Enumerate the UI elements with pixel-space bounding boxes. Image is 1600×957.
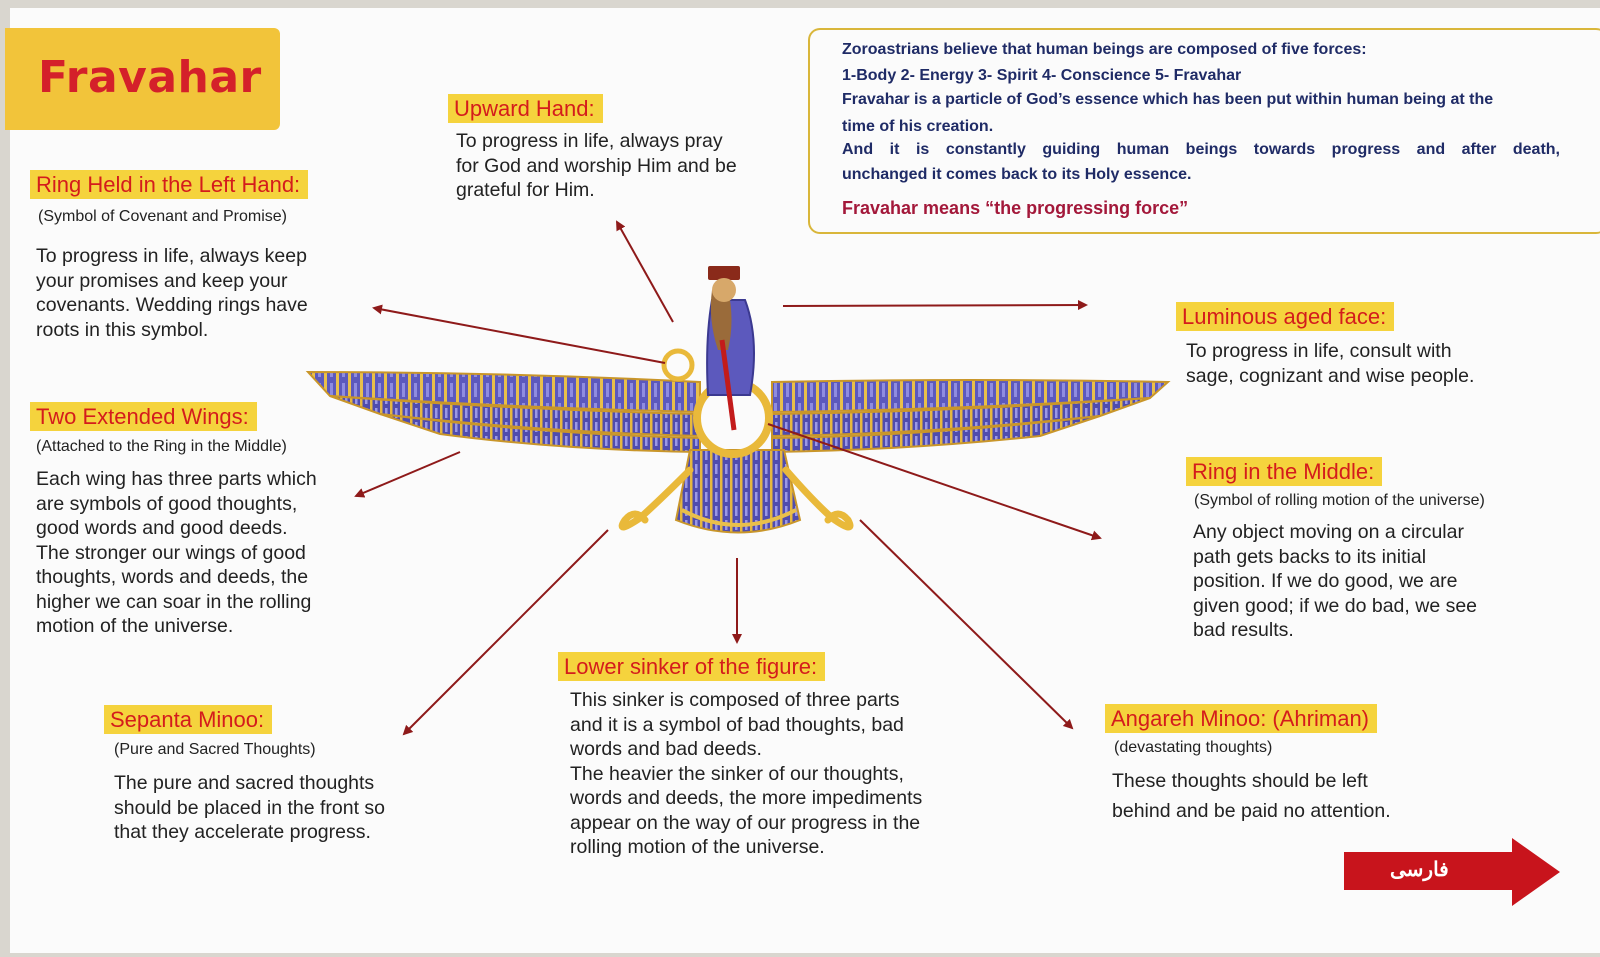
sub-ring-middle: (Symbol of rolling motion of the univers… <box>1194 492 1485 510</box>
sub-angareh: (devastating thoughts) <box>1114 739 1272 757</box>
body-sepanta: The pure and sacred thoughts should be p… <box>114 771 420 845</box>
heading-lower-sinker: Lower sinker of the figure: <box>558 652 825 681</box>
held-ring <box>664 351 692 379</box>
body-lower-sinker: This sinker is composed of three parts a… <box>570 688 947 860</box>
heading-ring-middle: Ring in the Middle: <box>1186 457 1382 486</box>
arrow-wings <box>356 452 460 496</box>
heading-upward-hand: Upward Hand: <box>448 94 603 123</box>
heading-angareh: Angareh Minoo: (Ahriman) <box>1105 704 1377 733</box>
arrow-ring-left <box>374 308 665 363</box>
language-label[interactable]: فارسی <box>1390 857 1449 882</box>
body-luminous-face: To progress in life, consult with sage, … <box>1186 339 1507 388</box>
body-wings: Each wing has three parts which are symb… <box>36 467 343 639</box>
body-angareh: These thoughts should be left behind and… <box>1112 766 1430 826</box>
sub-sepanta: (Pure and Sacred Thoughts) <box>114 741 316 759</box>
body-ring-left: To progress in life, always keep your pr… <box>36 244 345 342</box>
body-ring-middle: Any object moving on a circular path get… <box>1193 520 1514 643</box>
language-arrow-button[interactable] <box>1342 838 1562 906</box>
heading-luminous-face: Luminous aged face: <box>1176 302 1394 331</box>
arrow-luminous-face <box>783 305 1086 306</box>
left-wing <box>308 372 700 452</box>
sub-wings: (Attached to the Ring in the Middle) <box>36 438 287 456</box>
heading-ring-left: Ring Held in the Left Hand: <box>30 170 308 199</box>
right-wing <box>772 380 1168 452</box>
heading-wings: Two Extended Wings: <box>30 402 257 431</box>
heading-sepanta: Sepanta Minoo: <box>104 705 272 734</box>
sub-ring-left: (Symbol of Covenant and Promise) <box>38 208 287 226</box>
arrow-upward-hand <box>617 222 673 322</box>
tail-sinker <box>676 450 800 533</box>
body-upward-hand: To progress in life, always pray for God… <box>456 129 770 203</box>
